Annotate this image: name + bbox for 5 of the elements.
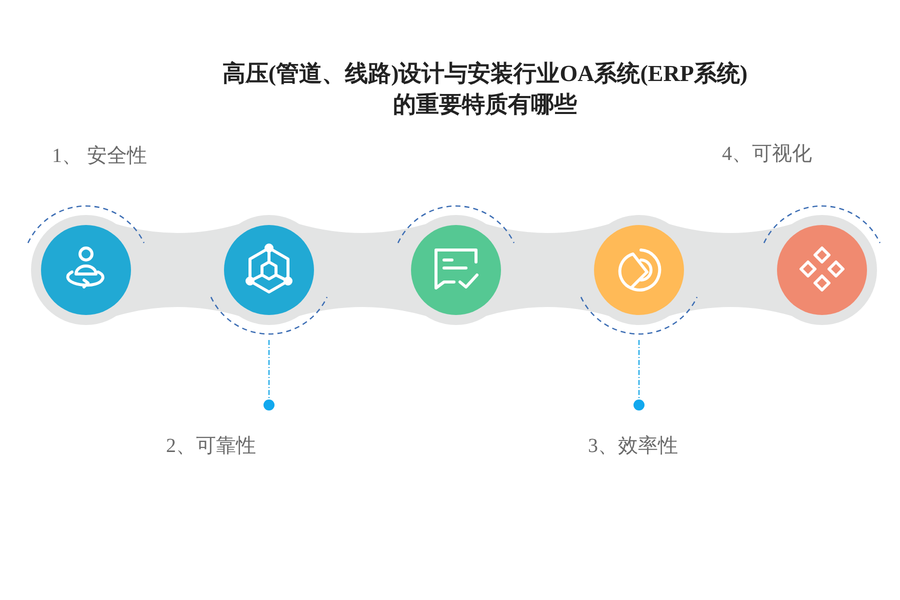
title: 高压(管道、线路)设计与安装行业OA系统(ERP系统) 的重要特质有哪些 [221,60,749,119]
feature-label: 1、 安全性 [52,144,147,169]
feature-label: 4、可视化 [722,142,812,167]
feature-label: 3、效率性 [588,434,678,459]
feature-label: 2、可靠性 [166,434,256,459]
